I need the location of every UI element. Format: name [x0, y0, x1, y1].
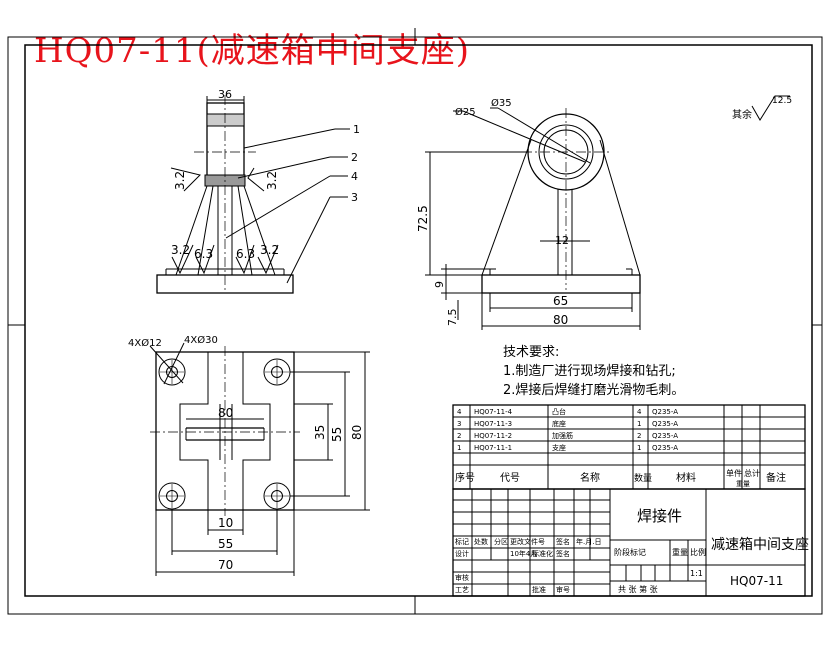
dia-35: Ø35	[491, 97, 512, 109]
top-view	[149, 342, 370, 576]
part-no: 2	[457, 432, 461, 440]
part-qty: 1	[637, 444, 641, 452]
tb-design-date: 10年4月	[510, 549, 537, 558]
side-view	[425, 95, 790, 330]
part-code: HQ07-11-2	[474, 432, 512, 440]
title-block-grid	[452, 488, 806, 597]
hdr-note: 备注	[766, 471, 786, 484]
hdr-qty: 数量	[634, 472, 652, 484]
tb-review: 审核	[455, 573, 469, 582]
part-qty: 1	[637, 420, 641, 428]
dim-10: 10	[218, 516, 233, 530]
rough-other-value: 12.5	[772, 96, 792, 106]
part-no: 4	[457, 408, 462, 416]
scale-value: 1:1	[690, 569, 703, 578]
leader-2: 2	[351, 151, 358, 164]
dim-80-side: 80	[553, 313, 568, 327]
rough-b4: 3.2	[260, 243, 279, 257]
rough-other-label: 其余	[732, 108, 752, 121]
tb-standard: 标准化	[532, 549, 553, 558]
tb-design: 设计	[455, 549, 469, 558]
holes-small: 4XØ12	[128, 337, 162, 349]
part-name: 加强筋	[552, 431, 573, 440]
technical-requirements: 技术要求: 1.制造厂进行现场焊接和钻孔; 2.焊接后焊缝打磨光滑物毛刺。	[503, 345, 684, 398]
tb-zone: 分区	[494, 537, 508, 546]
tech-heading: 技术要求:	[503, 345, 559, 360]
dim-9: 9	[433, 281, 446, 288]
side-view-labels: Ø25 Ø35 72.5 12 9 7.5 65 80 其余 12.5	[416, 96, 792, 327]
hdr-no: 序号	[455, 471, 475, 484]
front-view-labels: 36 1 2 4 3 3.2 3.2 3.2 6.3 6.3 3.2	[171, 88, 360, 261]
part-name: 支座	[552, 443, 566, 452]
drawing-title: HQ07-11(减速箱中间支座)	[34, 31, 471, 71]
dim-12: 12	[555, 234, 569, 247]
part-code: HQ07-11-1	[474, 444, 512, 452]
tb-review-no: 审号	[556, 585, 570, 594]
rough-left: 3.2	[173, 171, 187, 190]
rough-b3: 6.3	[236, 247, 255, 261]
tech-line-2: 2.焊接后焊缝打磨光滑物毛刺。	[503, 382, 684, 398]
tb-mark: 标记	[455, 537, 469, 546]
part-code: HQ07-11-4	[474, 408, 513, 416]
dim-80-center: 80	[218, 406, 233, 420]
weight-label: 重量	[672, 547, 688, 557]
holes-large: 4XØ30	[184, 334, 218, 346]
hdr-total: 总计	[744, 468, 760, 478]
dim-55-v: 55	[330, 427, 344, 442]
hdr-name: 名称	[580, 471, 600, 484]
dim-55-h: 55	[218, 537, 233, 551]
part-title: 减速箱中间支座	[711, 537, 809, 553]
dim-80-v: 80	[350, 425, 364, 440]
doc-type: 焊接件	[637, 507, 682, 525]
hdr-weight: 重量	[736, 480, 750, 488]
part-code: HQ07-11-3	[474, 420, 512, 428]
rough-b1: 3.2	[171, 243, 190, 257]
sheet-count: 共 张 第 张	[618, 584, 658, 594]
dim-70: 70	[218, 558, 233, 572]
title-block-text: 焊接件 减速箱中间支座 HQ07-11 阶段标记 重量 比例 1:1 共 张 第…	[455, 507, 809, 594]
dim-65: 65	[553, 294, 568, 308]
tb-sign: 签名	[556, 537, 570, 546]
drawing-number: HQ07-11	[730, 574, 783, 588]
tech-line-1: 1.制造厂进行现场焊接和钻孔;	[503, 363, 676, 379]
dim-35: 35	[313, 425, 327, 440]
part-no: 1	[457, 444, 461, 452]
stage-mark: 阶段标记	[614, 547, 646, 557]
part-no: 3	[457, 420, 461, 428]
tb-change: 更改文件号	[510, 537, 545, 546]
part-mat: Q235-A	[652, 444, 678, 452]
tb-process: 工艺	[455, 586, 469, 594]
inner-border	[24, 44, 813, 597]
tb-count: 处数	[474, 537, 488, 546]
part-mat: Q235-A	[652, 408, 678, 416]
hdr-unit: 单件	[726, 468, 742, 478]
part-mat: Q235-A	[652, 432, 678, 440]
part-mat: Q235-A	[652, 420, 678, 428]
dim-36: 36	[218, 88, 232, 101]
outer-border	[7, 36, 823, 615]
dim-7-5: 7.5	[446, 309, 459, 327]
part-qty: 4	[637, 408, 642, 416]
top-view-labels: 4XØ12 4XØ30 80 35 55 80 10 55 70	[128, 334, 364, 572]
dia-25: Ø25	[455, 106, 476, 118]
dim-72-5: 72.5	[416, 205, 430, 232]
hdr-mat: 材料	[676, 471, 696, 484]
leader-3: 3	[351, 191, 358, 204]
leader-1: 1	[353, 123, 360, 136]
tb-approve: 批准	[532, 585, 546, 594]
parts-list-text: 4 HQ07-11-4 凸台 4 Q235-A 3 HQ07-11-3 底座 1…	[455, 407, 786, 488]
scale-label: 比例	[690, 547, 706, 557]
hdr-code: 代号	[500, 472, 520, 484]
rough-right: 3.2	[265, 171, 279, 190]
tb-sign-2: 签名	[556, 549, 570, 558]
front-view	[156, 95, 350, 294]
part-name: 底座	[552, 419, 566, 428]
leader-4: 4	[351, 170, 358, 183]
part-name: 凸台	[552, 407, 566, 416]
part-qty: 2	[637, 432, 641, 440]
tb-date: 年.月.日	[576, 537, 601, 546]
rough-b2: 6.3	[194, 247, 213, 261]
